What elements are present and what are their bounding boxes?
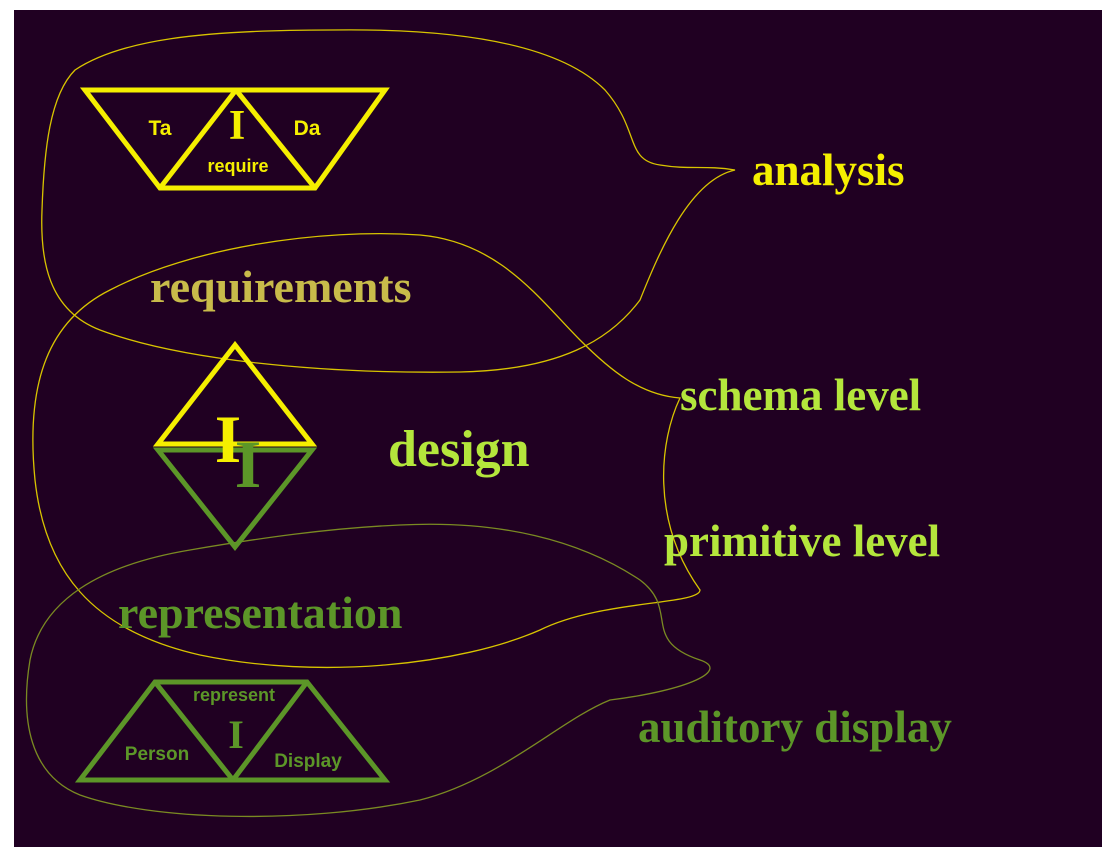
representation-inner-edge-left bbox=[153, 680, 235, 782]
representation-right-label: Display bbox=[274, 751, 342, 772]
requirements-label: requirements bbox=[150, 261, 412, 312]
representation-center-label: represent bbox=[193, 685, 275, 705]
design-lower-triangle bbox=[152, 447, 318, 552]
schema-level-label: schema level bbox=[680, 370, 921, 420]
design-label: design bbox=[388, 421, 530, 478]
slide-background bbox=[14, 10, 1102, 847]
analysis-inner-edge-left bbox=[158, 88, 238, 190]
representation-label: representation bbox=[118, 587, 403, 638]
analysis-center-label: require bbox=[207, 156, 268, 176]
representation-center-symbol: I bbox=[228, 712, 244, 757]
design-upper-symbol: I bbox=[215, 401, 241, 477]
analysis-center-symbol: I bbox=[229, 103, 245, 149]
representation-triangle-group bbox=[74, 679, 391, 783]
representation-outline-curve bbox=[25, 523, 711, 818]
analysis-triangle-group bbox=[79, 87, 390, 191]
design-lower-symbol: I bbox=[235, 426, 261, 502]
representation-left-label: Person bbox=[125, 744, 189, 765]
analysis-inner-edge-right bbox=[234, 88, 317, 190]
representation-trapezoid-outline bbox=[74, 679, 391, 783]
auditory-display-label: auditory display bbox=[638, 702, 952, 752]
design-outline-curve bbox=[32, 233, 701, 668]
analysis-outline-curve bbox=[41, 29, 736, 373]
representation-inner-edge-right bbox=[231, 680, 309, 782]
design-upper-triangle bbox=[152, 340, 318, 447]
analysis-triangle-left-label: Ta bbox=[149, 117, 172, 140]
primitive-level-label: primitive level bbox=[664, 516, 940, 566]
analysis-level-label: analysis bbox=[752, 145, 905, 195]
analysis-triangle-right-label: Da bbox=[294, 117, 321, 140]
